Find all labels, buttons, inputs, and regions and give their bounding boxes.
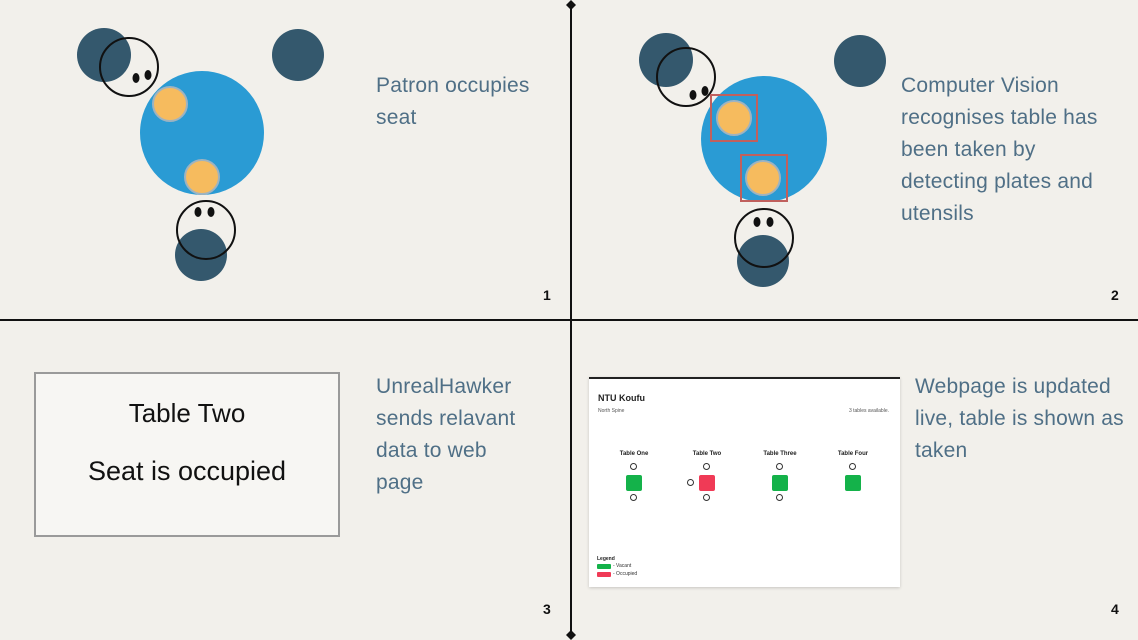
patron-head <box>734 208 794 268</box>
card-status: Seat is occupied <box>87 456 287 486</box>
patron-eye <box>144 70 152 80</box>
step-number: 4 <box>1111 601 1119 617</box>
seat-indicator <box>630 463 637 470</box>
step-number: 2 <box>1111 287 1119 303</box>
caption-line: sends relavant <box>376 407 516 430</box>
step-number: 1 <box>543 287 551 303</box>
legend-vacant-swatch <box>597 564 611 569</box>
seat-indicator <box>776 494 783 501</box>
seat-indicator <box>687 479 694 486</box>
patron-eye <box>207 207 215 217</box>
caption-line: Patron occupies <box>376 74 530 97</box>
patron-body <box>77 28 131 82</box>
table-status-square[interactable] <box>772 475 788 491</box>
caption-line: live, table is shown as <box>915 407 1124 430</box>
seat-indicator <box>849 463 856 470</box>
step-4-caption: Webpage is updated live, table is shown … <box>915 371 1124 467</box>
legend-vacant-label: - Vacant <box>613 563 632 569</box>
patron-eye <box>132 73 140 83</box>
caption-line: page <box>376 471 424 494</box>
table-label: Table Three <box>763 451 797 457</box>
webpage-subtitle: North Spine <box>598 408 625 414</box>
patron-body <box>834 35 886 87</box>
step-2-caption: Computer Vision recognises table has bee… <box>901 70 1098 230</box>
seat-indicator <box>703 463 710 470</box>
caption-line: been taken by <box>901 138 1036 161</box>
table-label: Table One <box>619 451 649 457</box>
patron-body <box>272 29 324 81</box>
caption-line: detecting plates and <box>901 170 1093 193</box>
seat-indicator <box>630 494 637 501</box>
legend-occupied-label: - Occupied <box>613 571 638 577</box>
table-status-square[interactable] <box>845 475 861 491</box>
caption-line: taken <box>915 439 968 462</box>
caption-line: utensils <box>901 202 974 225</box>
card-title: Table Two <box>128 398 246 428</box>
patron-seat-illustration <box>77 28 324 281</box>
caption-line: seat <box>376 106 417 129</box>
table-label: Table Four <box>837 451 869 457</box>
caption-line: recognises table has <box>901 106 1098 129</box>
detection-box <box>740 154 788 202</box>
patron-head <box>176 200 236 260</box>
step-3-caption: UnrealHawker sends relavant data to web … <box>376 371 515 499</box>
patron-head <box>656 47 716 107</box>
detection-box <box>710 94 758 142</box>
webpage-preview: NTU Koufu North Spine 3 tables available… <box>589 377 900 587</box>
patron-eye <box>701 86 709 96</box>
computer-vision-illustration <box>639 33 886 287</box>
table-label: Table Two <box>692 451 722 457</box>
plate <box>745 160 781 196</box>
legend-title: Legend <box>597 556 615 562</box>
table-status-square[interactable] <box>626 475 642 491</box>
caption-line: UnrealHawker <box>376 375 512 398</box>
table-status-square[interactable] <box>699 475 715 491</box>
legend-occupied-swatch <box>597 572 611 577</box>
patron-head <box>99 37 159 97</box>
divider-bottom-cap <box>566 630 576 640</box>
caption-line: Webpage is updated <box>915 375 1111 398</box>
caption-line: Computer Vision <box>901 74 1059 97</box>
patron-eye <box>766 217 774 227</box>
table-status-card: Table Two Seat is occupied <box>34 372 340 537</box>
patron-body <box>175 229 227 281</box>
caption-line: data to web <box>376 439 487 462</box>
patron-eye <box>753 217 761 227</box>
patron-body <box>737 235 789 287</box>
step-number: 3 <box>543 601 551 617</box>
divider-top-cap <box>566 0 576 10</box>
plate <box>184 159 220 195</box>
tables-available-count: 3 tables available. <box>848 408 889 414</box>
plate <box>716 100 752 136</box>
patron-eye <box>689 90 697 100</box>
patron-eye <box>194 207 202 217</box>
seat-indicator <box>703 494 710 501</box>
seat-indicator <box>776 463 783 470</box>
step-1-caption: Patron occupies seat <box>376 70 530 134</box>
plate <box>152 86 188 122</box>
patron-body <box>639 33 693 87</box>
webpage-title: NTU Koufu <box>598 393 645 403</box>
